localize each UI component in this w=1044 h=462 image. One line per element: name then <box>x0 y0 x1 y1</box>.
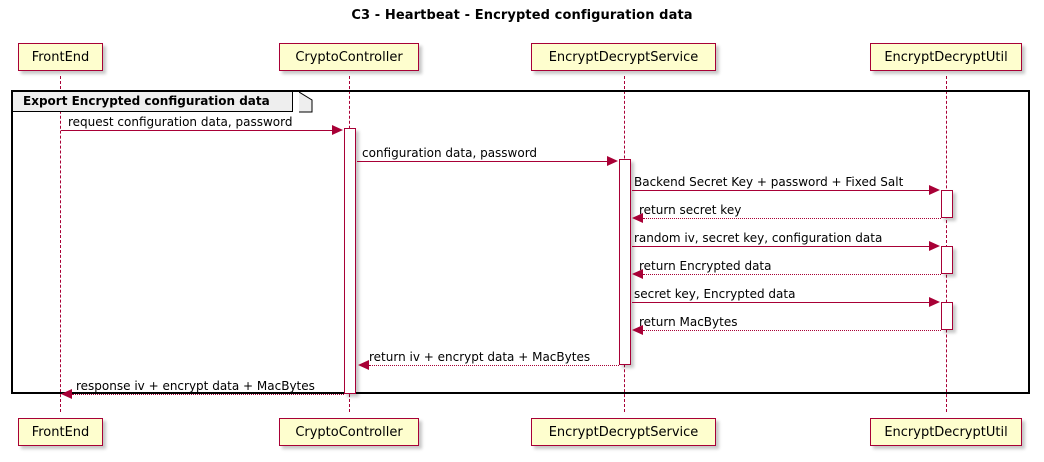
activation-encryptdecryptutil-1 <box>941 190 953 218</box>
participant-encryptdecryptutil-bottom[interactable]: EncryptDecryptUtil <box>870 418 1022 446</box>
participant-label: CryptoController <box>295 425 403 440</box>
message-line-9 <box>369 365 619 366</box>
message-label-3: Backend Secret Key + password + Fixed Sa… <box>634 175 904 189</box>
activation-encryptdecryptutil-2 <box>941 246 953 274</box>
message-arrowhead-10 <box>61 389 72 399</box>
participant-label: FrontEnd <box>31 425 90 440</box>
lifeline-frontend <box>60 76 61 412</box>
diagram-title: C3 - Heartbeat - Encrypted configuration… <box>351 8 693 23</box>
group-frame-export-encrypted-configuration-data <box>11 90 1030 394</box>
lifeline-encryptdecryptutil <box>946 76 947 412</box>
message-label-4: return secret key <box>639 203 742 217</box>
message-label-6: return Encrypted data <box>639 259 772 273</box>
group-label-text: Export Encrypted configuration data <box>23 94 270 108</box>
participant-encryptdecryptservice-bottom[interactable]: EncryptDecryptService <box>531 418 716 446</box>
message-label-2: configuration data, password <box>362 146 538 160</box>
participant-label: CryptoController <box>295 50 403 65</box>
message-label-10: response iv + encrypt data + MacBytes <box>76 379 315 393</box>
message-line-7 <box>632 302 930 303</box>
message-arrowhead-6 <box>632 269 643 279</box>
participant-label: EncryptDecryptUtil <box>884 50 1008 65</box>
participant-label: FrontEnd <box>31 50 90 65</box>
message-arrowhead-7 <box>929 297 940 307</box>
activation-encryptdecryptservice <box>619 159 631 365</box>
participant-label: EncryptDecryptService <box>548 50 699 65</box>
message-line-5 <box>632 246 930 247</box>
participant-encryptdecryptservice-top[interactable]: EncryptDecryptService <box>531 43 716 71</box>
message-arrowhead-5 <box>929 241 940 251</box>
group-label-export-encrypted-configuration-data: Export Encrypted configuration data <box>13 92 293 112</box>
message-label-5: random iv, secret key, configuration dat… <box>634 231 883 245</box>
message-line-8 <box>643 330 941 331</box>
message-arrowhead-8 <box>632 325 643 335</box>
message-arrowhead-3 <box>929 185 940 195</box>
activation-encryptdecryptutil-3 <box>941 302 953 330</box>
message-arrowhead-2 <box>607 156 618 166</box>
message-label-7: secret key, Encrypted data <box>634 287 796 301</box>
participant-cryptocontroller-top[interactable]: CryptoController <box>279 43 419 71</box>
participant-label: EncryptDecryptService <box>548 425 699 440</box>
message-label-8: return MacBytes <box>639 315 738 329</box>
message-line-10 <box>72 394 344 395</box>
activation-cryptocontroller <box>344 128 356 394</box>
participant-encryptdecryptutil-top[interactable]: EncryptDecryptUtil <box>870 43 1022 71</box>
message-label-9: return iv + encrypt data + MacBytes <box>369 350 591 364</box>
message-line-4 <box>643 218 941 219</box>
participant-frontend-top[interactable]: FrontEnd <box>18 43 103 71</box>
message-arrowhead-4 <box>632 213 643 223</box>
message-line-2 <box>357 161 608 162</box>
message-arrowhead-1 <box>332 125 343 135</box>
message-line-6 <box>643 274 941 275</box>
message-line-1 <box>61 130 333 131</box>
message-arrowhead-9 <box>358 360 369 370</box>
message-label-1: request configuration data, password <box>68 115 293 129</box>
message-line-3 <box>632 190 930 191</box>
participant-frontend-bottom[interactable]: FrontEnd <box>18 418 103 446</box>
participant-label: EncryptDecryptUtil <box>884 425 1008 440</box>
participant-cryptocontroller-bottom[interactable]: CryptoController <box>279 418 419 446</box>
